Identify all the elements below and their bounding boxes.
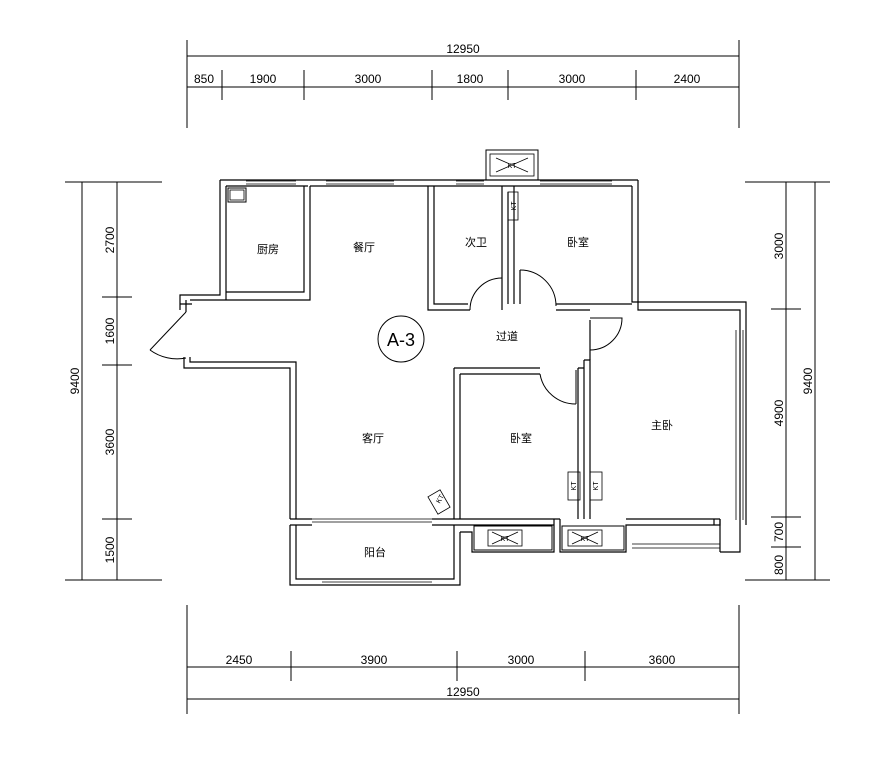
walls [179, 179, 747, 586]
ac-unit-3-label: KT [581, 536, 591, 543]
doors [149, 269, 623, 405]
unit-tag-circle [377, 315, 425, 363]
room-label-dining: 餐厅 [353, 240, 375, 254]
bottom-dimension-2: 3900 [361, 653, 388, 667]
right-dimension-3: 700 [772, 522, 786, 542]
top-total-dimension: 12950 [446, 42, 480, 56]
top-dimension-4: 1800 [457, 72, 484, 86]
vent-2-label: KT [571, 481, 578, 491]
room-label-master-bedroom: 主卧 [651, 419, 673, 432]
top-dimension-3: 3000 [355, 72, 382, 86]
bottom-dimension-4: 3600 [649, 653, 676, 667]
bottom-dimensions: 2450 3900 3000 3600 12950 [186, 605, 740, 714]
room-label-balcony: 阳台 [364, 545, 386, 559]
room-label-second-bath: 次卫 [465, 235, 487, 249]
left-dimension-1: 2700 [103, 226, 117, 253]
bottom-total-dimension: 12950 [446, 685, 480, 699]
bottom-dimension-3: 3000 [508, 653, 535, 667]
unit-tag: A-3 [377, 315, 425, 363]
right-dimensions: 3000 4900 700 800 9400 [745, 181, 830, 581]
room-label-living: 客厅 [362, 431, 384, 445]
right-dimension-4: 800 [772, 555, 786, 575]
left-dimension-4: 1500 [103, 536, 117, 563]
top-dimension-6: 2400 [674, 72, 701, 86]
right-total-dimension: 9400 [801, 367, 815, 394]
vent-3-label: KT [593, 481, 600, 491]
vent-1-label: KT [511, 201, 518, 211]
left-total-dimension: 9400 [68, 367, 82, 394]
left-dimension-3: 3600 [103, 428, 117, 455]
room-label-bedroom-north: 卧室 [567, 235, 589, 249]
room-label-corridor: 过道 [496, 329, 518, 343]
right-dimension-1: 3000 [772, 232, 786, 259]
top-dimension-2: 1900 [250, 72, 277, 86]
room-label-bedroom-south: 卧室 [510, 431, 532, 445]
windows [246, 180, 612, 185]
left-dimension-2: 1600 [103, 317, 117, 344]
left-dimensions: 9400 2700 1600 3600 1500 [65, 181, 162, 581]
room-labels: 厨房 餐厅 次卫 卧室 过道 客厅 卧室 主卧 阳台 [257, 235, 673, 559]
top-dimensions: 12950 850 1900 3000 1800 3000 2400 [186, 40, 740, 128]
top-dimension-1: 850 [194, 72, 214, 86]
right-dimension-2: 4900 [772, 399, 786, 426]
unit-tag-label: A-3 [387, 330, 415, 350]
room-label-kitchen: 厨房 [257, 243, 279, 256]
bottom-dimension-1: 2450 [226, 653, 253, 667]
top-dimension-5: 3000 [559, 72, 586, 86]
ac-unit-2-label: KT [501, 536, 511, 543]
ac-unit-top-label: KT [508, 163, 518, 170]
fixtures: KT KT KT KT KT KT KT [227, 149, 625, 551]
vent-4-label: KT [435, 493, 446, 505]
